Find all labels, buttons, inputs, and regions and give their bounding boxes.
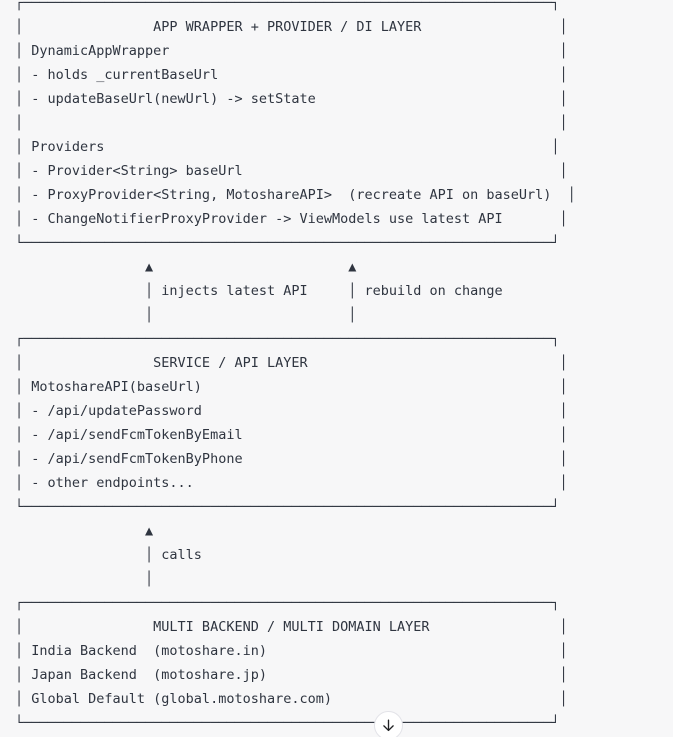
- ascii-line: │ Global Default (global.motoshare.com) …: [15, 691, 568, 707]
- ascii-line-arrowheads: ▲: [15, 523, 154, 539]
- ascii-line: ┌───────────────────────────────────────…: [15, 0, 560, 11]
- ascii-line: │ DynamicAppWrapper │: [15, 43, 568, 59]
- ascii-line: │ - ChangeNotifierProxyProvider -> ViewM…: [15, 211, 568, 227]
- ascii-line: │: [15, 571, 154, 587]
- ascii-line-arrowheads: ▲ ▲: [15, 259, 357, 275]
- arrow-group-calls: ▲ │ calls │: [15, 519, 576, 591]
- scroll-to-bottom-button[interactable]: [374, 711, 403, 737]
- ascii-line: │ - updateBaseUrl(newUrl) -> setState │: [15, 91, 568, 107]
- ascii-line: │ - /api/sendFcmTokenByEmail │: [15, 427, 568, 443]
- ascii-line: │ - holds _currentBaseUrl │: [15, 67, 568, 83]
- ascii-line-title: │ SERVICE / API LAYER │: [15, 355, 568, 371]
- ascii-line: │ - ProxyProvider<String, MotoshareAPI> …: [15, 187, 576, 203]
- ascii-line-arrow-labels: │ calls: [15, 547, 202, 563]
- ascii-line: ┌───────────────────────────────────────…: [15, 331, 560, 347]
- ascii-line: │ - /api/updatePassword │: [15, 403, 568, 419]
- ascii-diagram: ┌───────────────────────────────────────…: [15, 0, 576, 735]
- ascii-line: ┌───────────────────────────────────────…: [15, 595, 560, 611]
- ascii-line: └───────────────────────────────────────…: [15, 235, 560, 251]
- ascii-line: │ India Backend (motoshare.in) │: [15, 643, 568, 659]
- ascii-line-arrow-labels: │ injects latest API │ rebuild on change: [15, 283, 503, 299]
- service-api-layer-box: ┌───────────────────────────────────────…: [15, 327, 576, 519]
- ascii-line: │ - /api/sendFcmTokenByPhone │: [15, 451, 568, 467]
- arrow-down-icon: [383, 719, 394, 732]
- app-wrapper-layer-box: ┌───────────────────────────────────────…: [15, 0, 576, 255]
- arrow-group-inject-rebuild: ▲ ▲ │ injects latest API │ rebuild on ch…: [15, 255, 576, 327]
- multi-backend-layer-box: ┌───────────────────────────────────────…: [15, 591, 576, 735]
- ascii-line: │ MotoshareAPI(baseUrl) │: [15, 379, 568, 395]
- ascii-line: │ Providers │: [15, 139, 560, 155]
- ascii-line: │ │: [15, 115, 568, 131]
- ascii-line: │ Japan Backend (motoshare.jp) │: [15, 667, 568, 683]
- ascii-line-title: │ MULTI BACKEND / MULTI DOMAIN LAYER │: [15, 619, 568, 635]
- ascii-line: └───────────────────────────────────────…: [15, 715, 560, 731]
- ascii-line: │ - Provider<String> baseUrl │: [15, 163, 568, 179]
- ascii-line: │ │: [15, 307, 357, 323]
- ascii-line-title: │ APP WRAPPER + PROVIDER / DI LAYER │: [15, 19, 568, 35]
- ascii-line: └───────────────────────────────────────…: [15, 499, 560, 515]
- ascii-line: │ - other endpoints... │: [15, 475, 568, 491]
